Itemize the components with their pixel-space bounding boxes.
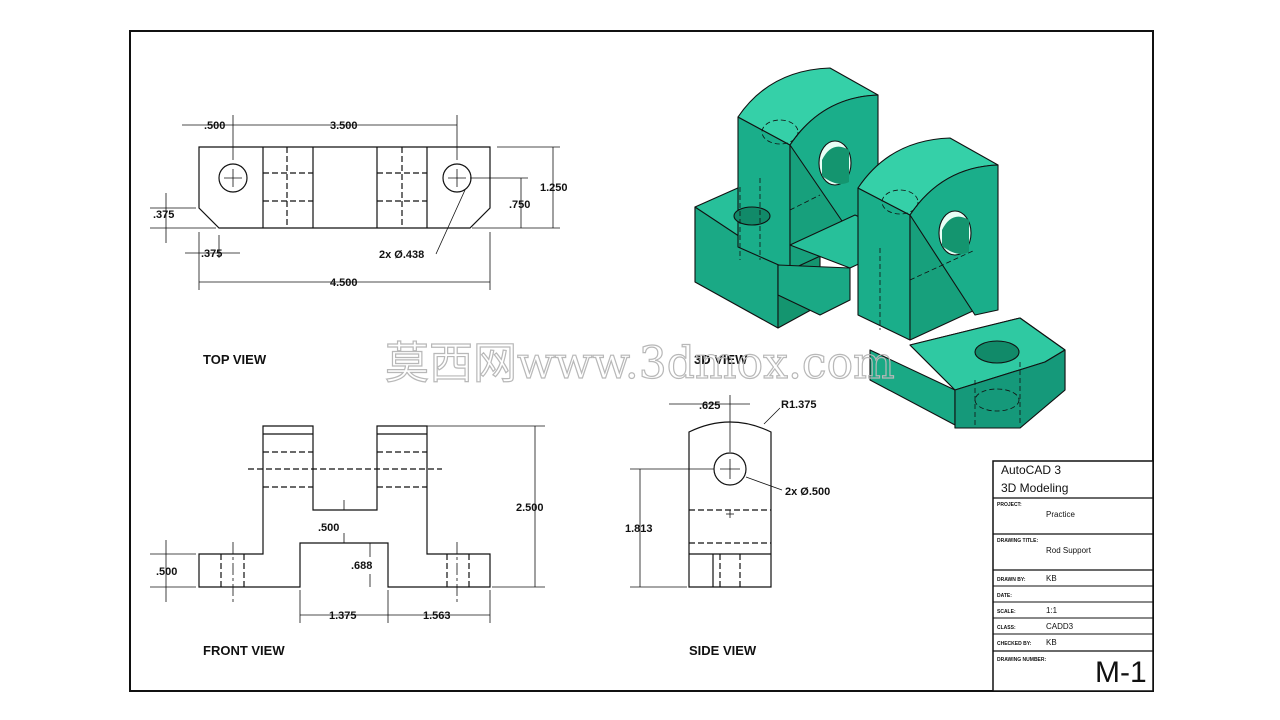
iso-view-label: 3D VIEW xyxy=(694,352,748,367)
dim-front-1: 2.500 xyxy=(516,502,544,514)
isometric-model xyxy=(694,67,1066,429)
dim-side-3: 2x Ø.500 xyxy=(785,486,830,498)
tb-drawing-title: Rod Support xyxy=(1046,546,1092,555)
front-view-label: FRONT VIEW xyxy=(203,643,285,658)
tb-checked-by-label: CHECKED BY: xyxy=(997,641,1032,647)
dim-front-5: 1.375 xyxy=(329,610,357,622)
tb-drawing-number: M-1 xyxy=(1095,656,1147,689)
dim-front-2: .500 xyxy=(318,522,339,534)
tb-class-label: CLASS: xyxy=(997,625,1016,631)
tb-subject: 3D Modeling xyxy=(1001,481,1068,495)
dim-front-3: .688 xyxy=(351,560,372,572)
tb-scale-label: SCALE: xyxy=(997,609,1016,615)
dim-top-6: .375 xyxy=(201,248,222,260)
dim-front-4: .500 xyxy=(156,566,177,578)
side-view xyxy=(630,395,783,588)
model-hole xyxy=(974,340,1020,364)
title-block xyxy=(992,460,1154,692)
dim-top-4: .750 xyxy=(509,199,530,211)
dim-side-1: .625 xyxy=(699,400,720,412)
dim-top-7: 2x Ø.438 xyxy=(379,249,424,261)
dim-top-2: 3.500 xyxy=(330,120,358,132)
tb-project-label: PROJECT: xyxy=(997,502,1022,508)
model-face xyxy=(777,264,851,316)
top-view xyxy=(150,115,560,290)
tb-date-label: DATE: xyxy=(997,593,1012,599)
dim-front-6: 1.563 xyxy=(423,610,451,622)
dim-top-3: 1.250 xyxy=(540,182,568,194)
dim-side-2: R1.375 xyxy=(781,399,816,411)
sheet-border xyxy=(129,30,1154,692)
tb-class: CADD3 xyxy=(1046,622,1074,631)
tb-drawing-title-label: DRAWING TITLE: xyxy=(997,538,1038,544)
watermark: 莫西网www.3dmox.com xyxy=(385,338,895,389)
dim-top-8: 4.500 xyxy=(330,277,358,289)
dim-top-5: .375 xyxy=(153,209,174,221)
dim-side-4: 1.813 xyxy=(625,523,653,535)
side-view-label: SIDE VIEW xyxy=(689,643,757,658)
tb-checked-by: KB xyxy=(1046,638,1057,647)
tb-drawn-by-label: DRAWN BY: xyxy=(997,577,1026,583)
tb-course: AutoCAD 3 xyxy=(1001,463,1061,477)
tb-scale: 1:1 xyxy=(1046,606,1058,615)
dim-top-1: .500 xyxy=(204,120,225,132)
top-view-label: TOP VIEW xyxy=(203,352,267,367)
tb-project: Practice xyxy=(1046,510,1075,519)
model-hole xyxy=(733,206,771,226)
tb-drawing-number-label: DRAWING NUMBER: xyxy=(997,657,1046,663)
tb-drawn-by: KB xyxy=(1046,574,1057,583)
front-view xyxy=(150,425,545,623)
